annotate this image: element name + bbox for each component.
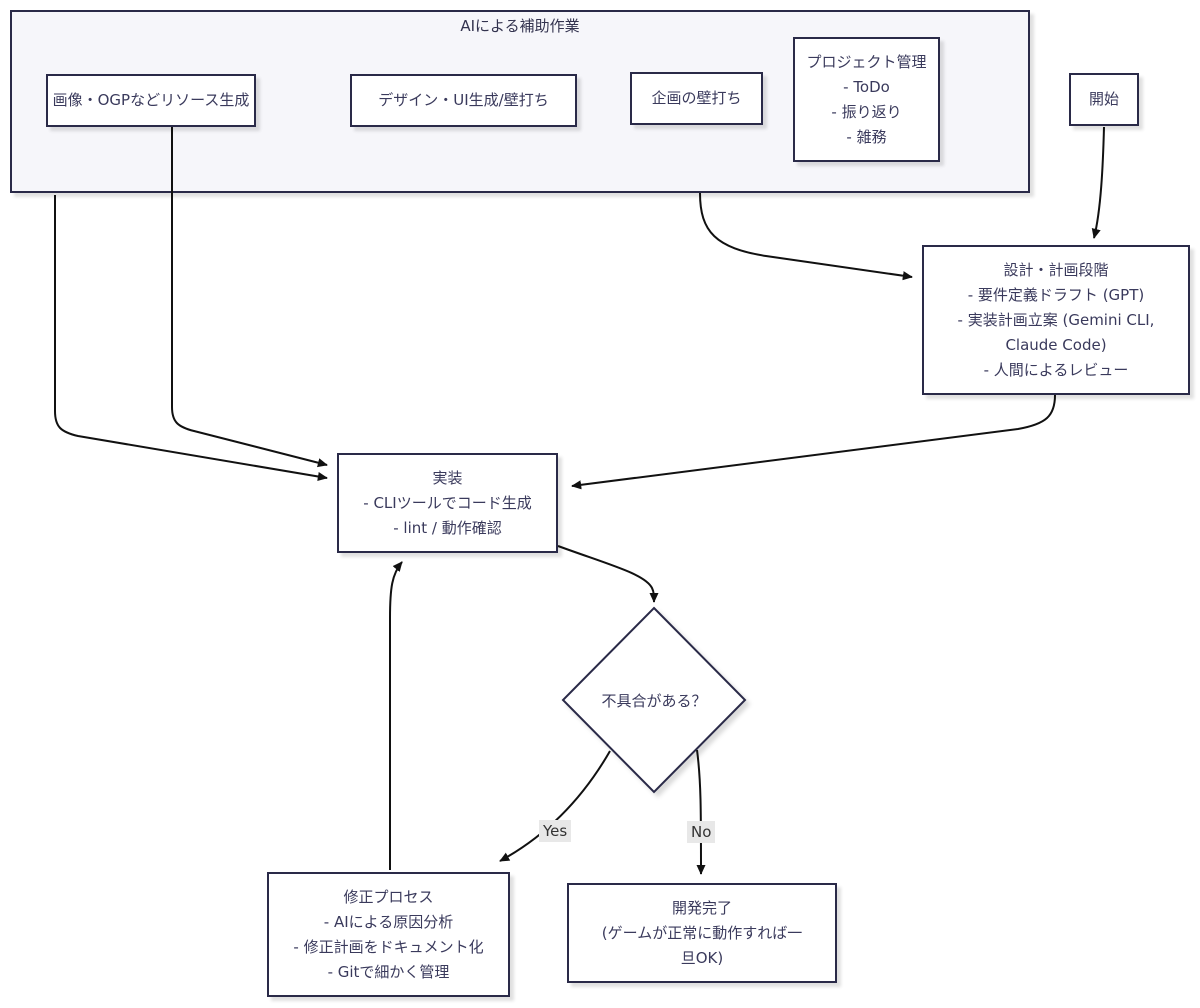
edge-label-no: No xyxy=(687,821,716,843)
edge-decision-yes-to-fix-process xyxy=(499,750,611,862)
subgraph-title: AIによる補助作業 xyxy=(460,17,580,35)
node-planning-wall: 企画の壁打ち xyxy=(630,72,763,125)
node-design-ui: デザイン・UI生成/壁打ち xyxy=(350,74,577,127)
node-done: 開発完了 (ゲームが正常に動作すれば一 旦OK) xyxy=(567,883,837,983)
edge-design-phase-to-implementation xyxy=(571,394,1056,490)
node-design-phase: 設計・計画段階 - 要件定義ドラフト (GPT) - 実装計画立案 (Gemin… xyxy=(922,245,1190,395)
decision-diamond-shape xyxy=(561,606,747,794)
edge-label-yes: Yes xyxy=(539,820,572,842)
node-image-ogp-resource: 画像・OGPなどリソース生成 xyxy=(46,74,256,127)
edge-fix-process-to-implementation xyxy=(389,561,403,870)
edge-start-to-design-phase xyxy=(1091,126,1105,239)
node-start: 開始 xyxy=(1069,73,1139,126)
edge-design-ui-to-implementation xyxy=(54,195,328,481)
node-fix-process: 修正プロセス - AIによる原因分析 - 修正計画をドキュメント化 - Gitで… xyxy=(267,872,510,997)
edge-implementation-to-decision xyxy=(557,545,659,603)
edge-planning-wall-to-design-phase xyxy=(699,192,913,281)
node-project-management: プロジェクト管理 - ToDo - 振り返り - 雑務 xyxy=(793,37,940,162)
node-implementation: 実装 - CLIツールでコード生成 - lint / 動作確認 xyxy=(337,453,558,553)
node-decision-label: 不具合がある？ xyxy=(601,692,707,710)
edge-decision-no-to-done xyxy=(696,749,706,875)
edge-image-gen-to-implementation xyxy=(171,127,328,468)
